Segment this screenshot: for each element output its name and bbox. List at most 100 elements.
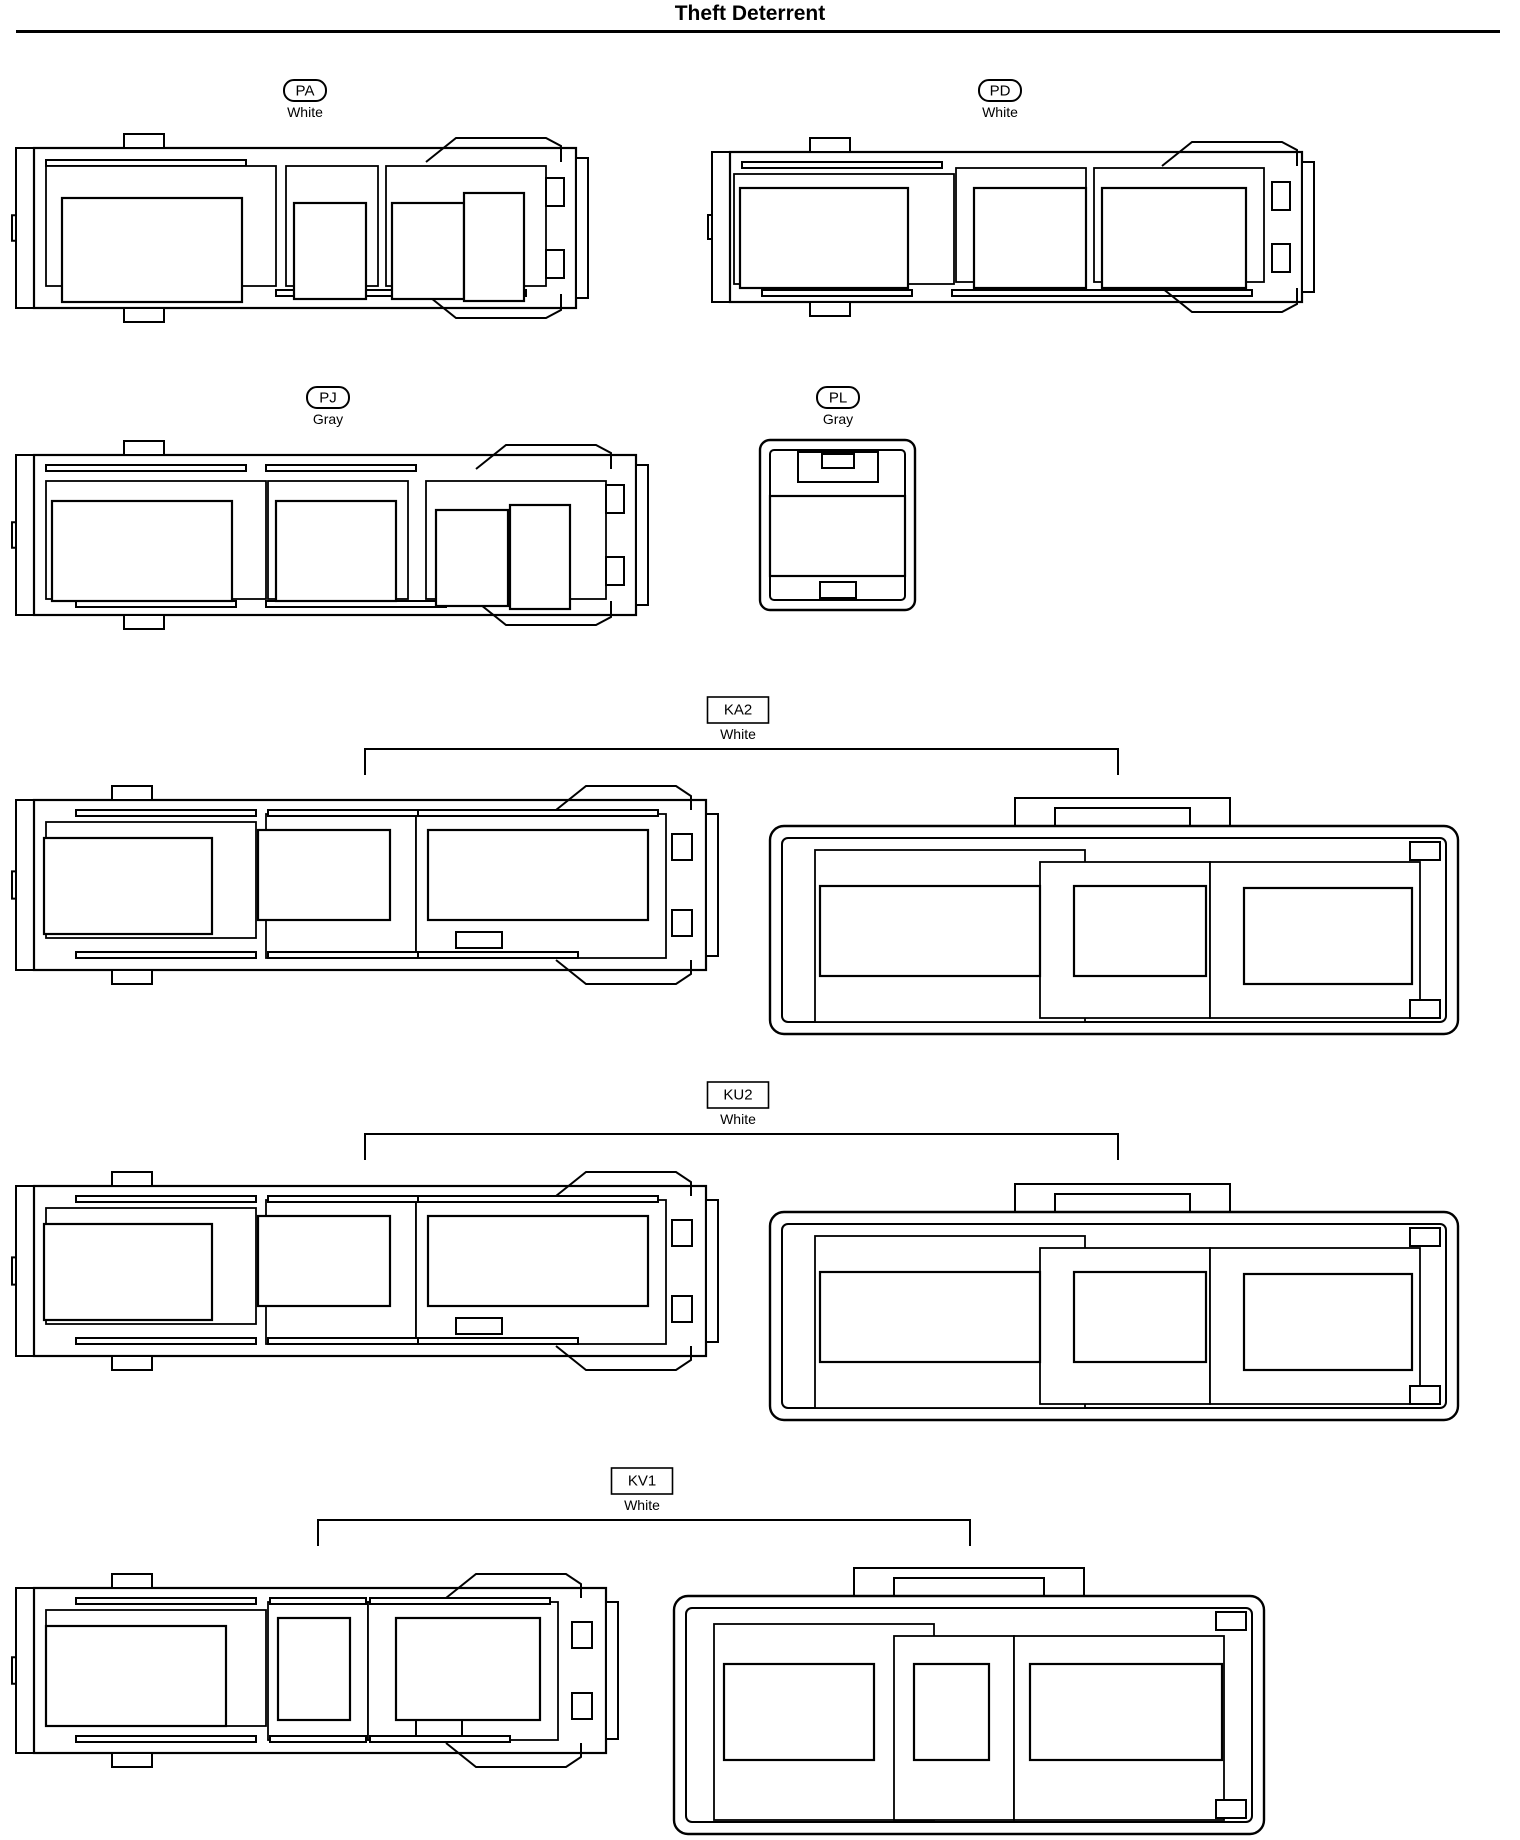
pin-grid: 111213262728	[434, 508, 510, 608]
rail	[761, 289, 913, 297]
pin-grid: 654321444342414039	[1242, 1272, 1414, 1372]
pin-grid-frame	[426, 1214, 650, 1308]
connector-color: White	[624, 1497, 660, 1513]
pin-grid: 151413121110242322212019393837363534	[722, 1662, 876, 1762]
rail	[417, 1195, 659, 1203]
pin-grid-frame	[42, 1222, 214, 1322]
end-cap	[635, 464, 649, 606]
key	[1215, 1799, 1247, 1819]
bottom-tab	[123, 307, 165, 323]
key	[1409, 1385, 1441, 1405]
lock-hump	[555, 785, 692, 811]
top-lock-inner	[1054, 807, 1191, 827]
label-oval	[283, 79, 327, 102]
slot	[455, 931, 503, 949]
rail	[267, 951, 419, 959]
pin-grid: 101112131415192021222324343536373839	[394, 1616, 542, 1722]
housing-outline	[15, 799, 35, 971]
page-title: Theft Deterrent	[674, 2, 826, 25]
pin-grid-frame	[722, 1662, 876, 1762]
pin-grid: 111213141516272829303132	[1100, 186, 1248, 290]
latch	[671, 1219, 693, 1247]
connector-kv1-female: 1234562526272829307891617183132331011121…	[11, 1573, 619, 1768]
rail	[269, 1597, 367, 1605]
lock-hump	[1161, 287, 1298, 313]
connector-color: Gray	[823, 411, 853, 427]
pair-bracket	[317, 1519, 971, 1546]
housing-outline	[15, 1185, 35, 1357]
end-cap	[1301, 161, 1315, 293]
slot	[415, 1719, 463, 1737]
pin-grid-frame	[1100, 186, 1248, 290]
connector-pa: 1234561516171819207892122231011122425261…	[11, 133, 589, 323]
pin-grid-frame	[256, 1214, 392, 1308]
pin-grid-frame	[276, 1616, 352, 1722]
pin-grid-frame	[1072, 884, 1208, 978]
connector-color: White	[720, 726, 756, 742]
lock-hump	[425, 137, 562, 163]
connector-ku2-female: 1234563940414243447891011122324252627284…	[11, 1171, 719, 1371]
pin-grid-frame	[818, 884, 1042, 978]
side-key	[11, 214, 16, 242]
pin-grid: 123456394041424344	[42, 836, 214, 936]
connector-color: White	[720, 1111, 756, 1127]
side-key	[11, 1256, 16, 1286]
rail	[267, 809, 419, 817]
pin-grid: 12345678910	[768, 494, 907, 578]
pin-grid-frame	[60, 196, 244, 304]
pin-grid: 7891023242526	[972, 186, 1088, 290]
pin-grid: 13142728	[462, 191, 526, 303]
housing-outline	[15, 147, 35, 309]
connector-pd: 1234561718192021227891023242526111213141…	[707, 137, 1315, 317]
connector-id: PD	[990, 83, 1011, 100]
top-lock-inner	[1054, 1193, 1191, 1213]
rail	[75, 1597, 257, 1605]
pin-grid-frame	[274, 499, 398, 603]
pin-grid-frame	[818, 1270, 1042, 1364]
connector-color: White	[287, 104, 323, 120]
rail	[417, 809, 659, 817]
bottom-tab	[809, 301, 851, 317]
pin-grid: 123456252627282930	[44, 1624, 228, 1728]
lock-hump	[555, 959, 692, 985]
pin-grid-frame	[1242, 886, 1414, 986]
rail	[417, 1337, 579, 1345]
end-cap	[605, 1601, 619, 1740]
title-rule	[16, 30, 1500, 33]
pin-grid: 2221201918171615141338373635343332313029…	[818, 884, 1042, 978]
pair-bracket	[364, 1133, 1119, 1160]
label-box	[706, 1081, 770, 1109]
pin-grid: 1314151617181920212229303132333435363738…	[426, 1214, 650, 1308]
connector-color: Gray	[313, 411, 343, 427]
latch	[571, 1621, 593, 1649]
pin-grid-frame	[50, 499, 234, 603]
connector-id: KV1	[628, 1473, 656, 1490]
label-oval	[816, 386, 860, 409]
rail	[417, 951, 579, 959]
key	[1215, 1611, 1247, 1631]
housing-outline	[15, 454, 35, 616]
end-cap	[575, 157, 589, 299]
latch	[545, 249, 565, 279]
pin-grid: 789101112232425262728454647484950	[256, 828, 392, 922]
rail	[75, 1195, 257, 1203]
key	[1409, 841, 1441, 861]
pin-grid-frame	[738, 186, 910, 290]
side-key	[11, 521, 16, 549]
pin-grid: 123456161718192021	[50, 499, 234, 603]
pair-bracket	[364, 748, 1119, 775]
side-key	[11, 870, 16, 900]
pin-grid-frame	[1028, 1662, 1224, 1762]
pin-grid-frame	[256, 828, 392, 922]
pin-grid: 2221201918171615141338373635343332313029…	[818, 1270, 1042, 1364]
pin-grid: 123456151617181920	[60, 196, 244, 304]
top-tab	[809, 137, 851, 153]
pin-grid: 654321302928272625	[1028, 1662, 1224, 1762]
lock-tab	[821, 453, 855, 469]
lock-hump	[1161, 141, 1298, 167]
pin-grid-frame	[462, 191, 526, 303]
label-box	[610, 1467, 674, 1495]
